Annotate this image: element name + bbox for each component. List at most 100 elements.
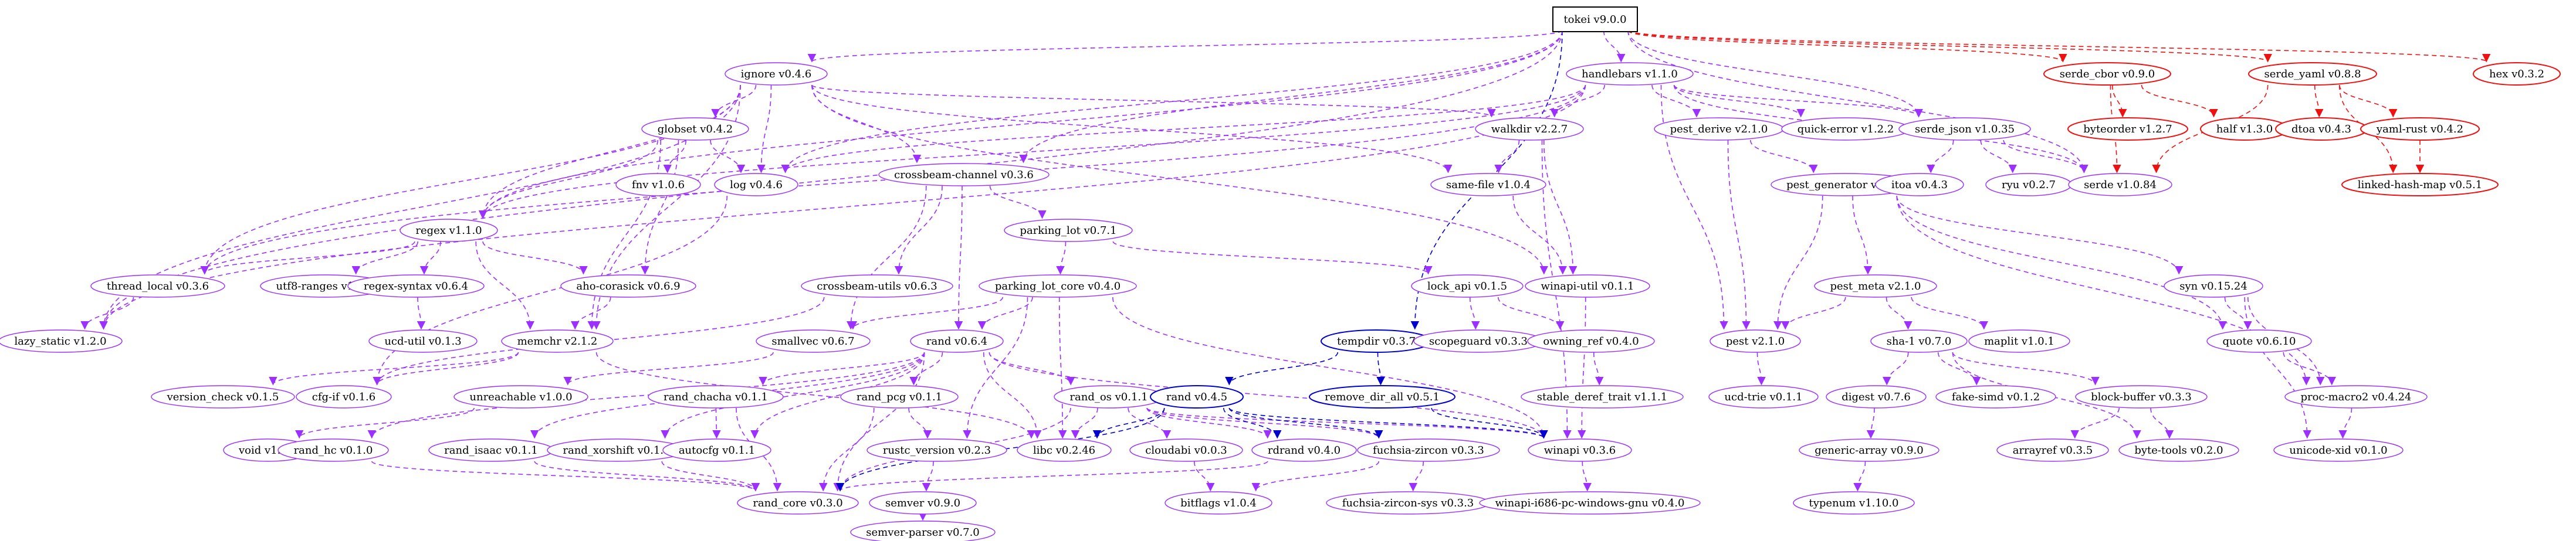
edge-regex_syntax-to-ucd_util	[417, 297, 426, 330]
node-quote: quote v0.6.10	[2206, 329, 2312, 353]
edge-globset-to-fnv	[663, 139, 687, 173]
node-ellipse	[910, 329, 1004, 353]
node-rand-hc: rand_hc v0.1.0	[277, 438, 389, 462]
node-label: arrayref v0.3.5	[2013, 444, 2093, 457]
edge-block_buffer-to-arrayref	[2070, 407, 2120, 439]
node-label: quick-error v1.2.2	[1798, 123, 1894, 135]
node-label: globset v0.4.2	[658, 123, 733, 135]
node-label: rand v0.6.4	[926, 335, 987, 348]
node-label: crossbeam-channel v0.3.6	[894, 169, 1034, 181]
edge-tempdir-to-remove_dir_all	[1376, 352, 1385, 386]
node-ellipse	[756, 329, 871, 353]
node-ellipse	[277, 438, 389, 462]
node-same-file: same-file v1.0.4	[1430, 173, 1546, 196]
node-label: rand_chacha v0.1.1	[664, 391, 768, 403]
node-rand-chacha: rand_chacha v0.1.1	[648, 385, 784, 409]
node-ellipse	[2075, 385, 2208, 409]
node-lazy-static: lazy_static v1.2.0	[0, 329, 123, 353]
node-crossbeam-channel: crossbeam-channel v0.3.6	[878, 163, 1050, 186]
edge-rand4-to-fuchsia_zircon	[1228, 407, 1383, 439]
node-ellipse	[2206, 329, 2312, 353]
node-ellipse	[1521, 385, 1684, 409]
node-unreachable: unreachable v1.0.0	[453, 385, 588, 409]
edge-winapi_util-to-winapi	[1578, 297, 1586, 439]
edge-parking_lot-to-parking_lot_core	[1056, 241, 1067, 275]
edge-aho_corasick-to-memchr	[571, 297, 611, 330]
node-ellipse	[1968, 329, 2070, 353]
edge-parking_lot_core-to-libc	[1058, 297, 1067, 439]
edge-rand-to-rand_hc	[367, 352, 925, 439]
node-ellipse	[2068, 173, 2172, 196]
edge-lock_api-to-scopeguard	[1469, 297, 1480, 330]
node-ellipse	[1799, 438, 1939, 462]
node-label: semver v0.9.0	[885, 497, 960, 509]
node-ellipse	[1935, 385, 2056, 409]
node-ellipse	[2248, 62, 2377, 86]
node-handlebars: handlebars v1.1.0	[1566, 62, 1694, 86]
node-label: lock_api v0.1.5	[1427, 280, 1507, 292]
node-block-buffer: block-buffer v0.3.3	[2075, 385, 2208, 409]
node-ellipse	[1411, 274, 1524, 298]
node-ellipse	[1357, 438, 1500, 462]
node-label: cfg-if v0.1.6	[312, 391, 375, 403]
node-ellipse	[878, 163, 1050, 186]
edge-rand4-to-rdrand	[1223, 407, 1282, 439]
node-memchr: memchr v2.1.2	[501, 329, 614, 353]
node-remove-dir-all: remove_dir_all v0.5.1	[1309, 385, 1455, 409]
edge-serde_yaml-to-dtoa	[2314, 84, 2324, 118]
edge-owning_ref-to-stable_deref_trait	[1593, 352, 1604, 386]
node-ellipse	[1150, 385, 1244, 409]
node-regex-syntax: regex-syntax v0.6.4	[347, 274, 485, 298]
node-ellipse	[2284, 385, 2428, 409]
edge-ignore-to-regex	[478, 84, 741, 219]
node-rdrand: rdrand v0.4.0	[1251, 438, 1357, 462]
node-label: winapi-i686-pc-windows-gnu v0.4.0	[1495, 497, 1685, 509]
edge-tokei-to-hex	[1627, 30, 2490, 63]
node-ellipse	[2473, 62, 2561, 86]
edge-sha1-to-byte_tools	[1952, 352, 2141, 439]
edge-parking_lot_core-to-rustc_version	[963, 297, 1028, 439]
node-unicode-xid: unicode-xid v0.1.0	[2273, 438, 2404, 462]
edge-serde_cbor-to-half	[2141, 84, 2218, 118]
node-label: semver-parser v0.7.0	[866, 526, 980, 539]
edge-walkdir-to-same_file	[1494, 139, 1520, 173]
node-label: smallvec v0.6.7	[771, 335, 854, 348]
node-ellipse	[2341, 173, 2499, 196]
node-label: serde_yaml v0.8.8	[2264, 68, 2361, 80]
node-ellipse	[866, 438, 1007, 462]
edge-serde_cbor-to-byteorder	[2111, 84, 2127, 118]
node-label: rand_isaac v0.1.1	[444, 444, 538, 457]
node-label: rand_xorshift v0.1.1	[563, 444, 670, 457]
node-label: serde v1.0.84	[2084, 179, 2157, 191]
node-label: unreachable v1.0.0	[469, 391, 572, 403]
node-typenum: typenum v1.10.0	[1793, 491, 1915, 515]
node-label: rand v0.4.5	[1166, 391, 1227, 403]
edge-rustc_version-to-semver	[922, 461, 934, 492]
node-label: pest_meta v2.1.0	[1830, 280, 1921, 292]
edge-pest-to-ucd_trie	[1756, 352, 1766, 386]
edge-ignore-to-walkdir	[811, 84, 1496, 118]
node-ellipse	[1525, 274, 1650, 298]
edge-rand-to-rand_chacha	[759, 352, 925, 386]
node-label: regex v1.1.0	[415, 224, 482, 237]
edge-rand_os-to-cloudabi	[1128, 407, 1172, 439]
node-winapi-i686: winapi-i686-pc-windows-gnu v0.4.0	[1479, 491, 1701, 515]
node-label: memchr v2.1.2	[517, 335, 598, 348]
node-label: version_check v0.1.5	[167, 391, 279, 403]
node-label: quote v0.6.10	[2223, 335, 2296, 348]
node-label: bitflags v1.0.4	[1180, 497, 1257, 509]
node-pest-meta: pest_meta v2.1.0	[1814, 274, 1937, 298]
node-label: stable_deref_trait v1.1.1	[1537, 391, 1667, 403]
edge-rand_hc-to-rand_core	[371, 461, 760, 492]
node-ellipse	[850, 520, 996, 541]
node-ellipse	[662, 438, 771, 462]
node-label: proc-macro2 v0.4.24	[2300, 391, 2411, 403]
node-smallvec: smallvec v0.6.7	[756, 329, 871, 353]
node-maplit: maplit v1.0.1	[1968, 329, 2070, 353]
edge-sha1-to-digest	[1883, 352, 1909, 386]
edge-regex-to-memchr	[475, 241, 534, 330]
node-label: same-file v1.0.4	[1446, 179, 1531, 191]
node-ryu: ryu v0.2.7	[1985, 173, 2072, 196]
node-byte-tools: byte-tools v0.2.0	[2118, 438, 2239, 462]
